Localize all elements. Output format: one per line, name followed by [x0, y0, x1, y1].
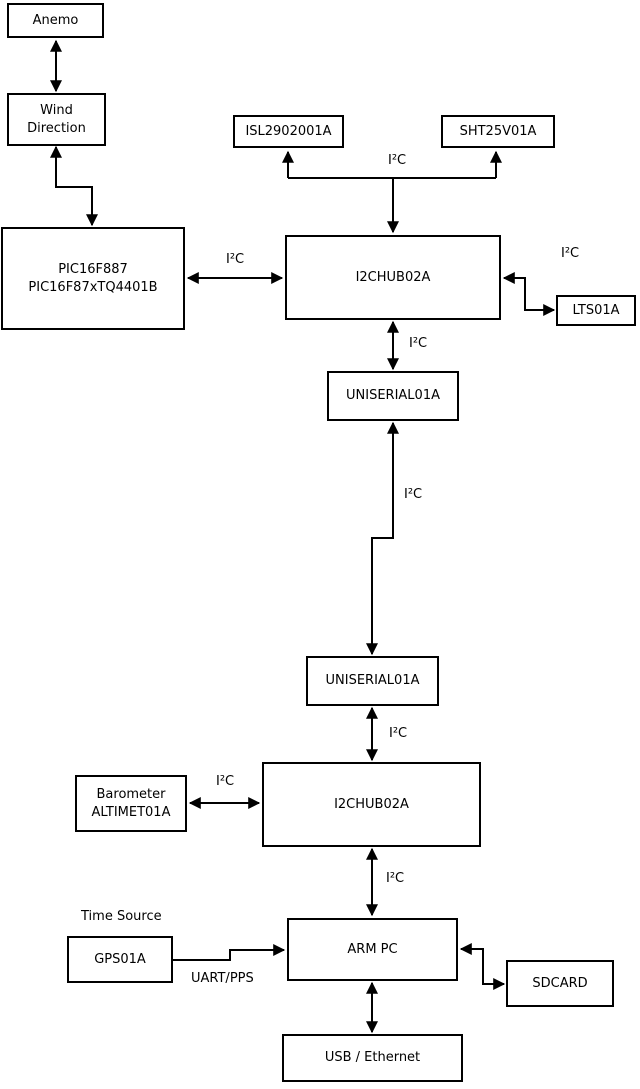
box-arm-pc-label: ARM PC	[347, 941, 398, 957]
box-anemo: Anemo	[7, 3, 104, 38]
box-pic16f887-line1: PIC16F887	[58, 262, 128, 278]
label-i2c-pic-hub1: I²C	[226, 252, 245, 267]
box-gps01a-label: GPS01A	[94, 951, 146, 967]
connector-uniserial1-uniserial2	[366, 421, 399, 656]
box-barometer-altimet01a: Barometer ALTIMET01A	[75, 775, 187, 832]
box-pic16f887-line2: PIC16F87xTQ4401B	[28, 279, 158, 295]
box-pic16f887: PIC16F887 PIC16F87xTQ4401B	[1, 227, 185, 330]
box-uniserial01a-1: UNISERIAL01A	[327, 371, 459, 421]
box-uniserial01a-2: UNISERIAL01A	[306, 656, 439, 706]
box-wind-direction-line1: Wind	[40, 103, 73, 119]
box-gps01a: GPS01A	[67, 936, 173, 983]
box-i2chub02a-2-label: I2CHUB02A	[334, 796, 409, 812]
box-sdcard: SDCARD	[506, 960, 614, 1007]
box-barometer-line2: ALTIMET01A	[91, 804, 171, 820]
box-wind-direction-line2: Direction	[27, 120, 86, 136]
label-i2c-hub1-lts: I²C	[561, 246, 580, 261]
label-i2c-barometer-hub2: I²C	[216, 774, 235, 789]
box-uniserial01a-2-label: UNISERIAL01A	[325, 673, 420, 689]
connector-wind-pic	[50, 145, 98, 227]
box-lts01a-label: LTS01A	[572, 302, 620, 318]
label-uart-pps: UART/PPS	[191, 971, 254, 986]
label-i2c-uniserial-link: I²C	[404, 487, 423, 502]
box-anemo-label: Anemo	[32, 12, 79, 28]
label-i2c-hub1-sensors: I²C	[388, 153, 407, 168]
connector-gps-armpc	[173, 944, 286, 961]
box-uniserial01a-1-label: UNISERIAL01A	[346, 388, 440, 404]
label-time-source: Time Source	[81, 909, 162, 924]
box-isl2902001a: ISL2902001A	[233, 115, 344, 148]
box-usb-ethernet: USB / Ethernet	[282, 1034, 463, 1082]
box-wind-direction: Wind Direction	[7, 93, 106, 146]
box-i2chub02a-1: I2CHUB02A	[285, 235, 501, 320]
label-i2c-hub1-uniserial1: I²C	[409, 336, 428, 351]
box-lts01a: LTS01A	[556, 295, 636, 326]
box-i2chub02a-1-label: I2CHUB02A	[355, 269, 431, 285]
connector-armpc-sdcard	[459, 943, 506, 990]
box-sht25v01a: SHT25V01A	[441, 115, 555, 148]
label-i2c-hub2-armpc: I²C	[386, 871, 405, 886]
connector-hub1-lts	[502, 272, 556, 316]
box-i2chub02a-2: I2CHUB02A	[262, 762, 481, 847]
box-arm-pc: ARM PC	[287, 918, 458, 981]
label-i2c-uniserial2-hub2: I²C	[389, 726, 408, 741]
box-barometer-line1: Barometer	[96, 787, 166, 803]
box-sht25v01a-label: SHT25V01A	[459, 123, 537, 139]
box-isl2902001a-label: ISL2902001A	[245, 123, 332, 139]
box-sdcard-label: SDCARD	[532, 975, 588, 991]
box-usb-ethernet-label: USB / Ethernet	[324, 1050, 421, 1066]
